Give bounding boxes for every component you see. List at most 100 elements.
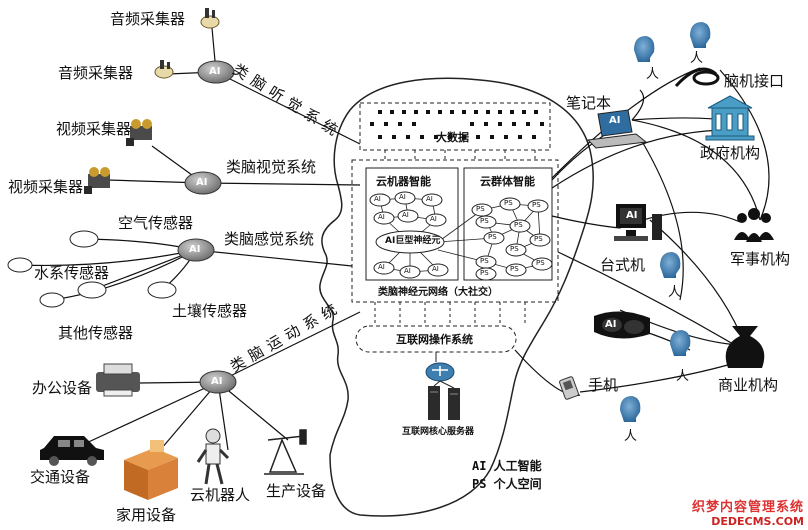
desktop-ai-label: AI bbox=[626, 210, 638, 221]
ps-node: PS bbox=[504, 199, 513, 207]
person-label: 人 bbox=[676, 369, 690, 384]
phone-label: 手机 bbox=[588, 376, 619, 394]
hub-label-audio: AI bbox=[209, 66, 221, 77]
bci-label: 脑机接口 bbox=[724, 72, 785, 90]
vr-glasses-icon bbox=[594, 311, 650, 339]
audio-collector-label-1: 音频采集器 bbox=[110, 10, 186, 28]
watermark-line2: DEDECMS.COM bbox=[711, 515, 804, 528]
microphone-icon bbox=[154, 60, 174, 79]
person-label: 人 bbox=[624, 429, 638, 444]
neural-network-box bbox=[351, 159, 559, 303]
ps-node: PS bbox=[480, 269, 489, 277]
printer-icon bbox=[96, 363, 140, 397]
person-label: 人 bbox=[646, 67, 660, 82]
government-building-icon bbox=[705, 95, 755, 141]
ai-node: AI bbox=[430, 215, 437, 223]
person-label: 人 bbox=[690, 51, 704, 66]
ps-node: PS bbox=[476, 205, 485, 213]
ai-node: AI bbox=[374, 195, 381, 203]
ps-node: PS bbox=[514, 221, 523, 229]
other-sensor-label: 其他传感器 bbox=[58, 324, 134, 342]
person-head-icon bbox=[620, 22, 711, 422]
hub-nodes bbox=[177, 60, 237, 394]
giant-neuron-node bbox=[375, 230, 445, 254]
traffic-device-label: 交通设备 bbox=[30, 468, 91, 486]
business-label: 商业机构 bbox=[718, 376, 779, 394]
ps-node: PS bbox=[488, 233, 497, 241]
military-label: 军事机构 bbox=[730, 250, 791, 268]
camera-icon bbox=[126, 119, 152, 146]
ai-node: AI bbox=[426, 195, 433, 203]
ai-node: AI bbox=[404, 267, 411, 275]
big-data-dots bbox=[370, 110, 544, 139]
government-label: 政府机构 bbox=[700, 144, 761, 162]
ps-node: PS bbox=[510, 245, 519, 253]
desktop-label: 台式机 bbox=[600, 256, 646, 274]
core-server-label: 互联网核心服务器 bbox=[402, 427, 475, 437]
video-collector-label-2: 视频采集器 bbox=[8, 178, 84, 196]
cloud-robot-label: 云机器人 bbox=[190, 486, 251, 504]
ai-node: AI bbox=[378, 263, 385, 271]
ps-node-group bbox=[471, 197, 553, 281]
desktop-computer-icon bbox=[614, 204, 662, 241]
laptop-ai-label: AI bbox=[609, 115, 621, 126]
camera-icon bbox=[84, 167, 110, 194]
sensor-bubbles bbox=[7, 230, 177, 308]
head-silhouette bbox=[319, 77, 595, 517]
soil-sensor-label: 土壤传感器 bbox=[172, 302, 248, 320]
hub-label-sensor: AI bbox=[189, 244, 201, 255]
oil-pump-icon bbox=[264, 429, 307, 475]
headset-icon bbox=[674, 67, 720, 88]
cloud-machine-label: 云机器智能 bbox=[376, 175, 431, 188]
hub-label-video: AI bbox=[196, 177, 208, 188]
person-label: 人 bbox=[668, 285, 682, 300]
ps-node: PS bbox=[532, 201, 541, 209]
router-icon bbox=[425, 362, 455, 382]
big-data-box bbox=[359, 102, 551, 151]
ps-node: PS bbox=[534, 235, 543, 243]
money-bag-icon bbox=[725, 326, 765, 368]
network-label: 类脑神经元网络（大社交） bbox=[378, 287, 498, 298]
home-device-label: 家用设备 bbox=[116, 506, 177, 524]
cloud-group-box bbox=[463, 167, 553, 281]
ps-node: PS bbox=[510, 265, 519, 273]
air-sensor-label: 空气传感器 bbox=[118, 214, 194, 232]
production-device-label: 生产设备 bbox=[266, 482, 327, 500]
sensation-system-label: 类脑感觉系统 bbox=[224, 230, 315, 248]
big-data-label: 大数据 bbox=[436, 131, 469, 144]
server-icon bbox=[428, 386, 460, 420]
cloud-group-label: 云群体智能 bbox=[480, 175, 535, 188]
vr-ai-label: AI bbox=[605, 319, 617, 330]
military-people-icon bbox=[734, 208, 774, 242]
car-icon bbox=[40, 436, 104, 466]
hub-label-motion: AI bbox=[211, 376, 223, 387]
laptop-icon bbox=[586, 109, 648, 149]
office-device-label: 办公设备 bbox=[32, 379, 93, 397]
legend-ai: AI 人工智能 bbox=[472, 459, 542, 473]
ai-node: AI bbox=[402, 211, 409, 219]
cloud-machine-box bbox=[365, 167, 459, 281]
box-icon bbox=[124, 440, 178, 500]
ai-node: AI bbox=[378, 213, 385, 221]
robot-icon bbox=[196, 428, 230, 485]
ps-node: PS bbox=[480, 257, 489, 265]
watermark: 织梦内容管理系统 DEDECMS.COM bbox=[692, 496, 804, 528]
video-collector-label-1: 视频采集器 bbox=[56, 120, 132, 138]
os-label: 互联网操作系统 bbox=[396, 333, 473, 346]
ai-node: AI bbox=[399, 193, 406, 201]
giant-neuron-label: AI巨型神经元 bbox=[385, 236, 441, 246]
laptop-label: 笔记本 bbox=[566, 94, 612, 112]
microphone-icon bbox=[200, 8, 220, 29]
watermark-line1: 织梦内容管理系统 bbox=[691, 500, 804, 515]
vision-system-label: 类脑视觉系统 bbox=[226, 158, 317, 176]
ai-node-group bbox=[369, 191, 449, 279]
ps-node: PS bbox=[480, 217, 489, 225]
water-sensor-label: 水系传感器 bbox=[34, 264, 110, 282]
legend-ps: PS 个人空间 bbox=[472, 477, 542, 491]
ps-node: PS bbox=[536, 259, 545, 267]
audio-collector-label-2: 音频采集器 bbox=[58, 64, 134, 82]
ai-node: AI bbox=[432, 265, 439, 273]
mobile-phone-icon bbox=[559, 376, 579, 400]
